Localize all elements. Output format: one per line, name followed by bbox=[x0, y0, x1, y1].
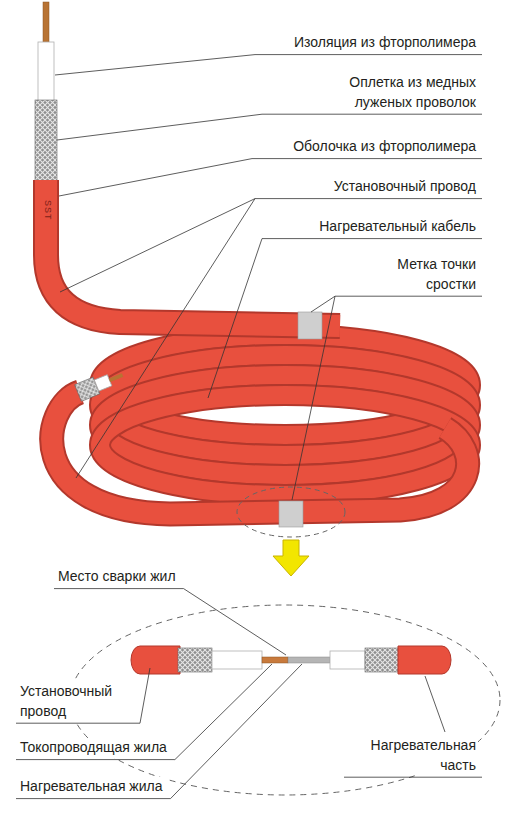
leader-line bbox=[425, 676, 445, 732]
part-label: Место сварки жил bbox=[56, 567, 178, 587]
illustration-part bbox=[38, 42, 54, 102]
part-label: Нагревательная часть bbox=[346, 736, 478, 775]
illustration-part bbox=[398, 646, 451, 674]
outer-loop bbox=[52, 367, 468, 514]
zoom-arrow bbox=[273, 540, 309, 576]
illustration-part bbox=[75, 367, 126, 402]
splice-closeup bbox=[131, 646, 451, 674]
leader-line bbox=[292, 296, 335, 500]
part-label: Нагревательная жила bbox=[18, 777, 165, 797]
leader-line bbox=[55, 55, 255, 75]
leader-line bbox=[175, 664, 272, 760]
leader-line bbox=[208, 239, 262, 398]
leader-line bbox=[140, 668, 150, 723]
leader-line bbox=[262, 114, 482, 115]
splice-mark bbox=[279, 501, 303, 527]
part-label: Метка точки сростки bbox=[374, 255, 478, 294]
leader-line bbox=[184, 589, 286, 655]
illustration-part bbox=[43, 2, 49, 46]
leader-line bbox=[262, 238, 482, 239]
part-label: Оболочка из фторполимера bbox=[291, 137, 478, 157]
leader-line bbox=[335, 296, 482, 297]
splice-mark bbox=[298, 312, 322, 339]
illustration-part bbox=[94, 375, 111, 391]
illustration-part bbox=[212, 651, 262, 669]
leader-line bbox=[16, 759, 175, 760]
zoom-ellipse bbox=[70, 605, 500, 795]
illustration-part bbox=[100, 395, 470, 495]
leader-line bbox=[311, 296, 335, 312]
leader-line bbox=[255, 54, 482, 55]
leader-line bbox=[57, 114, 262, 140]
part-label: Оплетка из медных луженых проволок bbox=[334, 73, 478, 112]
part-label: Нагревательный кабель bbox=[317, 217, 478, 237]
leader-line bbox=[344, 777, 482, 778]
part-label: Установочный провод bbox=[18, 682, 134, 721]
illustration-part bbox=[46, 180, 340, 326]
illustration-part bbox=[262, 657, 288, 663]
illustration-part bbox=[330, 651, 365, 669]
leader-line bbox=[255, 198, 482, 199]
illustration-part bbox=[35, 100, 57, 182]
illustration-part bbox=[52, 392, 468, 514]
illustration-part bbox=[46, 180, 340, 326]
part-label: Установочный провод bbox=[332, 177, 478, 197]
leader-line bbox=[252, 158, 482, 159]
illustration-part bbox=[288, 657, 330, 663]
illustration-part bbox=[109, 373, 123, 382]
leader-line bbox=[16, 723, 140, 724]
illustration-part bbox=[178, 648, 212, 672]
zoom-circle bbox=[237, 487, 345, 537]
part-label: Изоляция из фторполимера bbox=[292, 33, 478, 53]
leader-line bbox=[54, 588, 184, 589]
cable-marking: SST bbox=[43, 200, 52, 221]
illustration-part bbox=[52, 392, 468, 514]
leader-line bbox=[59, 159, 252, 196]
leader-line bbox=[171, 664, 302, 799]
illustration-part bbox=[100, 395, 470, 495]
coils bbox=[100, 335, 470, 495]
illustration-part bbox=[131, 646, 180, 674]
leader-line bbox=[60, 199, 255, 292]
illustration-part bbox=[365, 648, 400, 672]
part-label: Токопроводящая жила bbox=[18, 738, 169, 758]
leader-line bbox=[16, 798, 171, 799]
